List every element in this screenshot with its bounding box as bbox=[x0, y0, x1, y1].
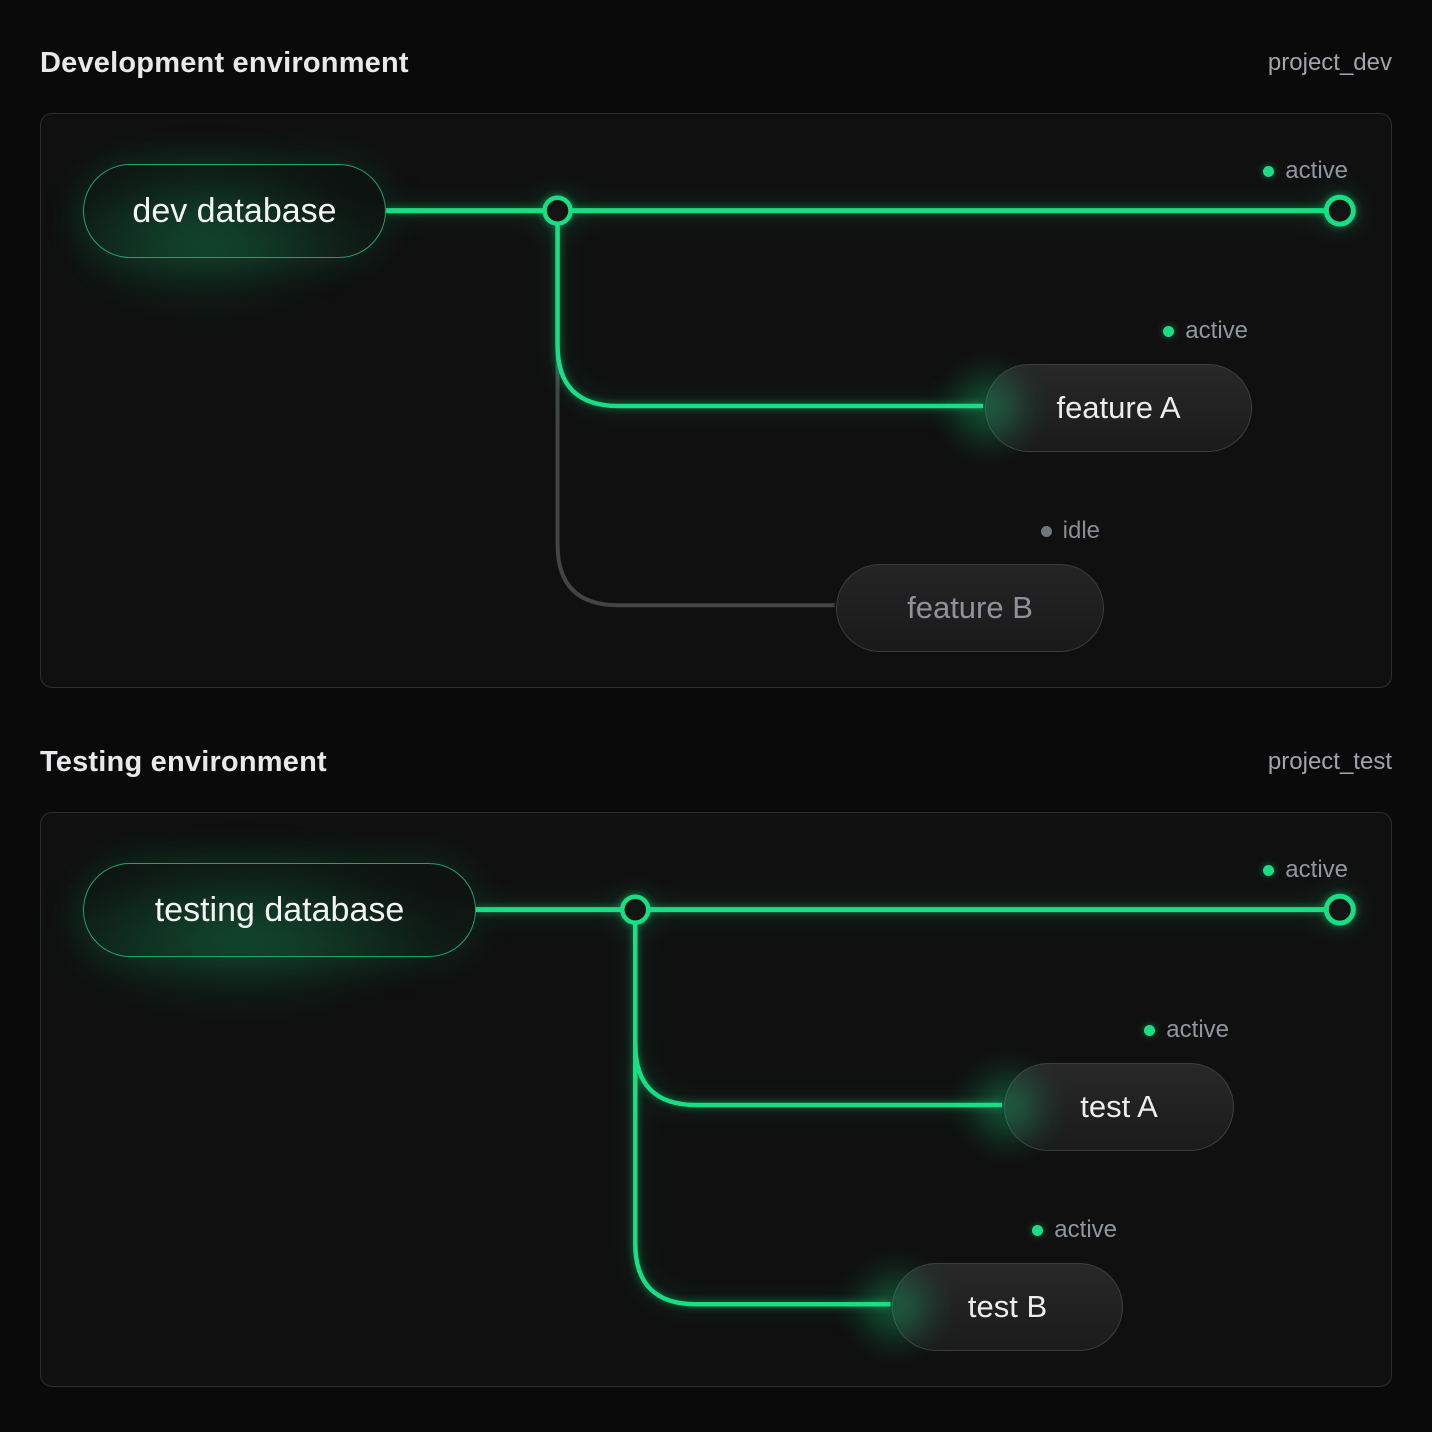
branch-node-label: test B bbox=[967, 1289, 1048, 1324]
status-dot-icon bbox=[1263, 165, 1275, 177]
branch-line-active bbox=[555, 210, 984, 409]
database-node-label: testing database bbox=[154, 890, 405, 929]
status-label: active bbox=[1285, 856, 1348, 883]
env-title: Testing environment bbox=[40, 745, 327, 778]
branch-status-badge: active bbox=[1163, 316, 1248, 346]
branch-graph bbox=[475, 893, 1356, 1307]
env-title: Development environment bbox=[40, 46, 409, 79]
branch-node-label: feature B bbox=[907, 590, 1033, 625]
branch-node[interactable]: feature A bbox=[985, 364, 1252, 452]
status-dot-icon bbox=[1263, 864, 1275, 876]
database-node[interactable]: testing database bbox=[83, 863, 476, 957]
branch-line-active bbox=[633, 909, 891, 1307]
database-node-label: dev database bbox=[132, 191, 337, 230]
branch-line-active bbox=[633, 909, 1003, 1108]
branch-status-badge: idle bbox=[1040, 516, 1100, 546]
status-label: active bbox=[1185, 317, 1248, 344]
test-env-header: Testing environment project_test bbox=[40, 745, 1392, 779]
status-label: idle bbox=[1062, 517, 1100, 544]
branch-node-label: feature A bbox=[1056, 390, 1181, 425]
trunk-status-badge: active bbox=[1263, 156, 1348, 186]
status-dot-icon bbox=[1163, 325, 1175, 337]
test-env-panel: testing database active active test A ac… bbox=[40, 812, 1392, 1387]
status-dot-icon bbox=[1040, 525, 1052, 537]
status-label: active bbox=[1285, 157, 1348, 184]
branch-point-icon bbox=[620, 894, 651, 925]
branch-status-badge: active bbox=[1032, 1215, 1117, 1245]
branch-line-idle bbox=[555, 210, 835, 608]
branch-point-icon bbox=[542, 195, 573, 226]
status-label: active bbox=[1166, 1016, 1229, 1043]
status-label: active bbox=[1054, 1216, 1117, 1243]
status-dot-icon bbox=[1032, 1224, 1044, 1236]
branch-node[interactable]: test B bbox=[892, 1263, 1123, 1351]
line-endpoint-icon bbox=[1323, 893, 1356, 926]
line-endpoint-icon bbox=[1323, 194, 1356, 227]
dev-env-header: Development environment project_dev bbox=[40, 46, 1392, 80]
branch-node[interactable]: feature B bbox=[836, 564, 1104, 652]
branch-graph bbox=[386, 194, 1356, 608]
trunk-status-badge: active bbox=[1263, 855, 1348, 885]
page: Development environment project_dev dev … bbox=[0, 46, 1432, 1432]
database-node[interactable]: dev database bbox=[83, 164, 386, 258]
branch-node-label: test A bbox=[1080, 1089, 1158, 1124]
status-dot-icon bbox=[1144, 1024, 1156, 1036]
branch-status-badge: active bbox=[1144, 1015, 1229, 1045]
branch-node[interactable]: test A bbox=[1004, 1063, 1234, 1151]
project-label: project_test bbox=[1267, 748, 1392, 775]
dev-env-panel: dev database active active feature A idl… bbox=[40, 113, 1392, 688]
project-label: project_dev bbox=[1267, 49, 1392, 76]
